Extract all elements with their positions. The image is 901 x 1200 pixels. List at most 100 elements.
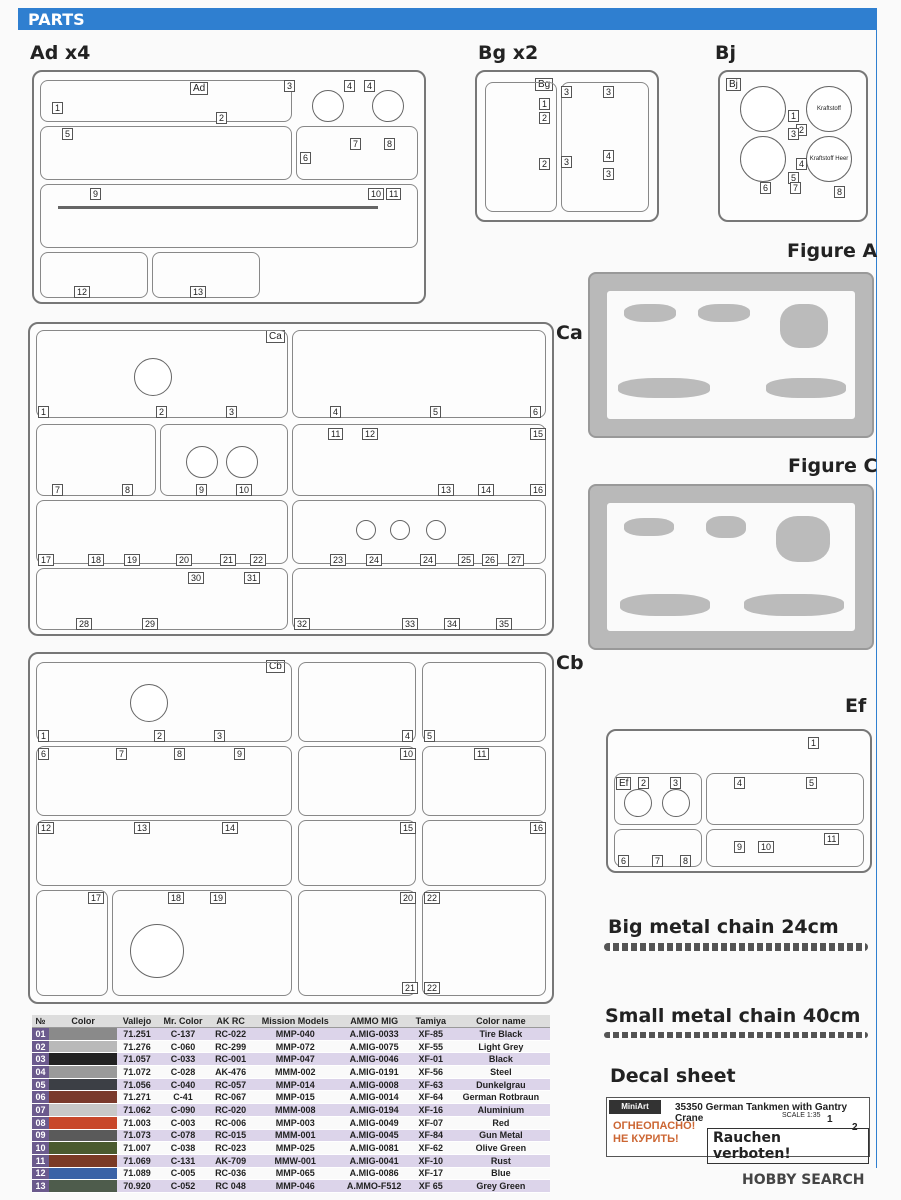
sprue-cell	[422, 662, 546, 742]
paint-cell-idx: 07	[32, 1103, 50, 1117]
part-number: 13	[134, 822, 151, 834]
part-number: 31	[244, 572, 261, 584]
paint-cell-idx: 09	[32, 1129, 50, 1143]
part-number: 6	[618, 855, 630, 867]
paint-cell-ammo: A.MIG-0075	[338, 1040, 410, 1054]
color-swatch	[49, 1040, 118, 1054]
part-number: 4	[330, 406, 342, 418]
part-number: 4	[344, 80, 356, 92]
sprue-label-bj: Bj	[715, 42, 736, 64]
part-number: 11	[328, 428, 344, 440]
paint-cell-ammo: A.MIG-0191	[338, 1065, 410, 1079]
part-number: 10	[236, 484, 253, 496]
paint-cell-mm: MMW-001	[251, 1154, 339, 1168]
sprue-cell	[40, 80, 292, 122]
paint-cell-mm: MMP-046	[251, 1179, 339, 1193]
paint-cell-idx: 11	[32, 1154, 50, 1168]
sprue-cell	[298, 662, 416, 742]
part-number: 17	[88, 892, 105, 904]
part-number: 9	[234, 748, 246, 760]
paint-cell-tamiya: XF-63	[409, 1078, 452, 1092]
sprue-cell	[422, 890, 546, 996]
color-swatch	[49, 1154, 118, 1168]
sprue-cell	[40, 184, 418, 248]
paint-cell-mm: MMP-003	[251, 1116, 339, 1130]
sprue-cell	[36, 424, 156, 496]
paint-cell-name: Tire Black	[451, 1027, 550, 1041]
sprue-cell	[485, 82, 557, 212]
color-swatch	[49, 1179, 118, 1193]
paint-cell-vallejo: 71.056	[117, 1078, 157, 1092]
part-number: 10	[368, 188, 385, 200]
part-number: 22	[424, 892, 441, 904]
paint-cell-ammo: A.MIG-0194	[338, 1103, 410, 1117]
paint-cell-mr: C-137	[156, 1027, 210, 1041]
part-number: 4	[734, 777, 746, 789]
fuel-disc: Kraftstoff Heer	[806, 136, 852, 182]
paint-cell-mr: C-078	[156, 1129, 210, 1143]
engine-part	[130, 924, 184, 978]
part-number: 8	[384, 138, 396, 150]
paint-cell-name: Rust	[451, 1154, 550, 1168]
part-number: 15	[530, 428, 547, 440]
paint-cell-idx: 06	[32, 1090, 50, 1105]
paint-cell-mm: MMM-002	[251, 1065, 339, 1079]
part-number: 15	[400, 822, 417, 834]
part-number: 6	[300, 152, 312, 164]
part-number: 7	[790, 182, 802, 194]
figure-c-sprue	[588, 484, 874, 650]
paint-cell-vallejo: 71.003	[117, 1116, 157, 1130]
part-number: 18	[88, 554, 105, 566]
decal-number-1: 1	[827, 1114, 833, 1125]
paint-cell-name: Light Grey	[451, 1040, 550, 1054]
paint-cell-mm: MMP-065	[251, 1167, 339, 1181]
part-number: 1	[52, 102, 64, 114]
wheel-part	[372, 90, 404, 122]
paint-cell-idx: 05	[32, 1078, 50, 1092]
part-number: 8	[174, 748, 186, 760]
sprue-cell	[160, 424, 288, 496]
paint-cell-mm: MMP-072	[251, 1040, 339, 1054]
paint-cell-mm: MMP-014	[251, 1078, 339, 1092]
paint-cell-tamiya: XF-62	[409, 1141, 452, 1155]
paint-cell-name: German Rotbraun	[451, 1090, 550, 1105]
paint-cell-tamiya: XF-56	[409, 1065, 452, 1079]
sprue-label-bg: Bg x2	[478, 42, 539, 64]
color-swatch	[49, 1167, 118, 1181]
part-number: 2	[539, 158, 551, 170]
paint-cell-ammo: A.MIG-0041	[338, 1154, 410, 1168]
sprue-bg: Bg 1 2 3 3 4 3 3 2	[475, 70, 659, 222]
paint-cell-mr: C-038	[156, 1141, 210, 1155]
part-number: 13	[190, 286, 207, 298]
paint-cell-idx: 08	[32, 1116, 50, 1130]
part-number: 11	[386, 188, 402, 200]
part-number: 3	[670, 777, 682, 789]
paint-cell-idx: 10	[32, 1141, 50, 1155]
paint-cell-mr: C-003	[156, 1116, 210, 1130]
part-number: 3	[603, 168, 615, 180]
decal-number-2: 2	[852, 1122, 858, 1133]
part-number: 2	[638, 777, 650, 789]
paint-cell-vallejo: 71.007	[117, 1141, 157, 1155]
figure-part	[624, 518, 674, 536]
paint-cell-ak: RC-067	[209, 1090, 252, 1105]
part-number: 1	[38, 406, 50, 418]
paint-cell-ammo: A.MIG-0008	[338, 1078, 410, 1092]
paint-cell-tamiya: XF 65	[409, 1179, 452, 1193]
paint-table-header-cell: Vallejo	[117, 1015, 157, 1028]
part-number: 16	[530, 484, 547, 496]
decal-rauchen-verboten: Rauchen verboten!	[707, 1128, 869, 1164]
color-swatch	[49, 1141, 118, 1155]
figure-part	[698, 304, 750, 322]
figure-part	[706, 516, 746, 538]
part-number: 19	[124, 554, 141, 566]
part-number: 9	[734, 841, 746, 853]
